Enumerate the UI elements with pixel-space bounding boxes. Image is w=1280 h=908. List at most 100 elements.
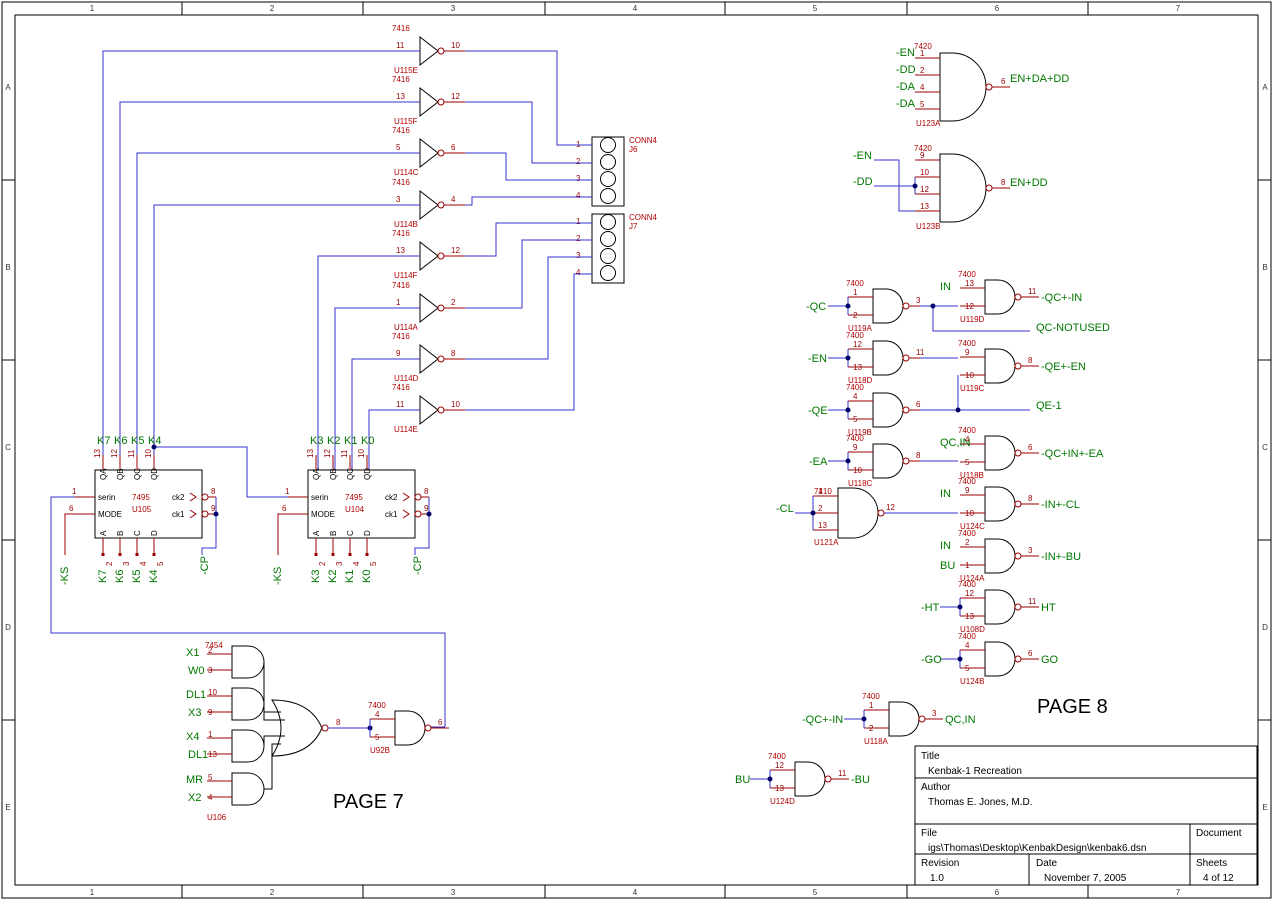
sr-input-net: K4 <box>148 570 160 583</box>
gate-body <box>872 288 904 324</box>
inverter-ref: U115E <box>394 66 418 75</box>
gate-pin-number: 10 <box>853 466 862 475</box>
gate-ref: U119B <box>848 428 872 437</box>
aoi-pin-number: 13 <box>208 750 217 759</box>
page7-label: PAGE 7 <box>333 791 404 813</box>
sr-in-pin-number: 5 <box>369 561 378 566</box>
gate-input-net: -DD <box>853 176 873 188</box>
gate-body <box>939 153 987 223</box>
connector-ref: J6 <box>629 145 638 154</box>
gate-pin-number: 4 <box>853 392 858 401</box>
gate-input-net: IN <box>940 540 951 552</box>
gate-pin-number: 10 <box>920 168 929 177</box>
gate-body <box>984 641 1016 677</box>
gate-junction <box>810 510 816 516</box>
sr-ck1-pin-number: 9 <box>424 504 429 513</box>
gate-pin-number: 2 <box>869 724 874 733</box>
gate-out-pin-number: 11 <box>1028 597 1037 606</box>
sr-in-label: C <box>133 530 142 536</box>
gate-input-net: -HT <box>921 602 940 614</box>
gate-ref: U121A <box>814 538 839 547</box>
shift-register-u105: K713QAA2K7K612QBB3K6K511QCC4K5K410QDD5K4… <box>59 435 219 585</box>
gate-pin-number: 4 <box>965 435 970 444</box>
tb-date-label: Date <box>1036 858 1058 869</box>
gate-bubble <box>902 406 910 414</box>
inverter-body <box>419 35 439 67</box>
gate-ref: U124C <box>960 522 985 531</box>
aoi-and-body <box>231 729 265 763</box>
sr-clock-junction <box>213 511 219 517</box>
sr-mode-label: MODE <box>98 510 122 519</box>
gate-pin-number: 1 <box>853 288 858 297</box>
title-block: Title Kenbak-1 Recreation Author Thomas … <box>914 745 1258 886</box>
gate-out-pin-number: 3 <box>916 296 921 305</box>
tb-revision: 1.0 <box>930 873 944 884</box>
gate-junction <box>845 355 851 361</box>
sr-ck2-clock <box>189 492 197 502</box>
gate-pin-number: 5 <box>965 458 970 467</box>
sr-in-label: B <box>116 531 125 536</box>
sr-output-net: K7 <box>97 435 110 447</box>
sr-mode-pin-number: 6 <box>69 504 74 513</box>
sr-mode-label: MODE <box>311 510 335 519</box>
inverter-pin-in: 13 <box>396 246 405 255</box>
tb-file: igs\Thomas\Desktop\KenbakDesign\kenbak6.… <box>928 843 1146 854</box>
gate-junction <box>861 716 867 722</box>
zone-col-bottom: 2 <box>270 888 275 897</box>
sr-ck2-label: ck2 <box>385 493 398 502</box>
gate-pin-number: 10 <box>965 509 974 518</box>
zone-row-right: C <box>1262 443 1268 452</box>
gate-pin-number: 1 <box>920 49 925 58</box>
aoi-input-net: X1 <box>186 647 199 659</box>
gate-ref: U108D <box>960 625 985 634</box>
gate-bubble <box>1014 655 1022 663</box>
inverter-body <box>419 394 439 426</box>
sr-in-pin-number: 5 <box>156 561 165 566</box>
gate-input-net: -DA <box>896 81 916 93</box>
inverter-pin-in: 1 <box>396 298 401 307</box>
aoi-out-pin-number: 8 <box>336 718 341 727</box>
gate-pin-number: 9 <box>965 348 970 357</box>
inverter-type: 7416 <box>392 126 410 135</box>
gate-type: 7400 <box>862 692 880 701</box>
aoi-input-net: X4 <box>186 731 199 743</box>
inverter-bubble <box>437 406 445 414</box>
aoi-pin-number: 4 <box>208 793 213 802</box>
inverter-type: 7416 <box>392 178 410 187</box>
aoi-link <box>263 704 285 721</box>
gate-pin-number: 5 <box>375 733 380 742</box>
gate-pin-number: 9 <box>853 443 858 452</box>
inverter-pin-out: 10 <box>451 41 460 50</box>
sr-type: 7495 <box>345 493 363 502</box>
gate-output-net: -BU <box>851 774 870 786</box>
sr-in-label: B <box>329 531 338 536</box>
sr-in-pin-end <box>101 553 105 556</box>
aoi-pin-number: 5 <box>208 773 213 782</box>
zone-col-top: 4 <box>633 4 638 13</box>
sr-in-label: C <box>346 530 355 536</box>
sr-serin-label: serin <box>98 493 115 502</box>
aoi-and-body <box>231 687 265 721</box>
gate-junction <box>845 303 851 309</box>
gate-ref: U123B <box>916 222 940 231</box>
inverter-pin-out: 6 <box>451 143 456 152</box>
gate-out-pin-number: 6 <box>1028 649 1033 658</box>
inverter-pin-in: 9 <box>396 349 401 358</box>
gate-junction <box>957 656 963 662</box>
gate-input-net: -DA <box>896 98 916 110</box>
sr-clock-junction <box>426 511 432 517</box>
